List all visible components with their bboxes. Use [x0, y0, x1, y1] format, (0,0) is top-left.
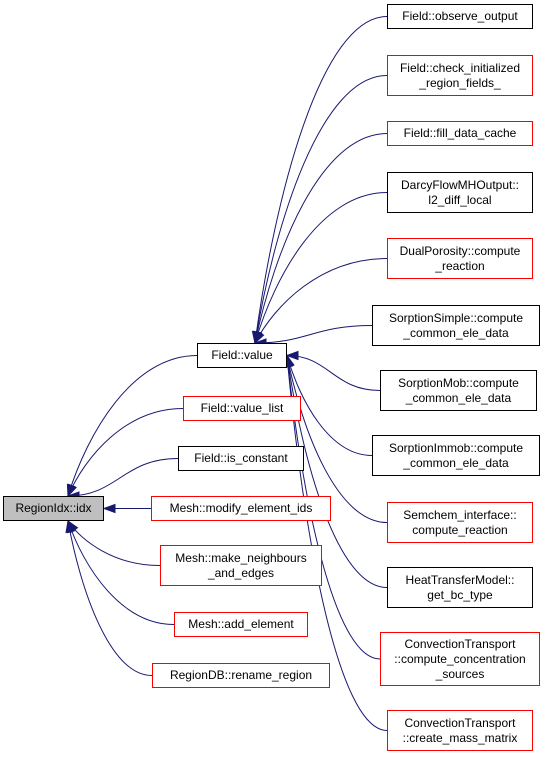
edge-field-observe-output-to-field-value	[254, 16, 388, 344]
arrowhead-field-value-list	[67, 483, 77, 498]
node-convection-create-mass-matrix[interactable]: ConvectionTransport ::create_mass_matrix	[387, 710, 533, 751]
arrowhead-sorptionmob-compute	[285, 350, 299, 361]
arrowhead-regiondb-rename-region	[65, 519, 75, 534]
node-field-value-list[interactable]: Field::value_list	[183, 396, 301, 421]
node-mesh-add-element[interactable]: Mesh::add_element	[174, 612, 308, 637]
edge-convection-create-mass-matrix-to-field-value	[286, 355, 388, 731]
node-field-is-constant[interactable]: Field::is_constant	[178, 446, 304, 471]
edge-mesh-add-element-to-regionidx-idx	[67, 520, 175, 625]
arrowhead-mesh-modify-element-ids	[102, 503, 116, 514]
node-semchem-compute-reaction[interactable]: Semchem_interface:: compute_reaction	[387, 502, 533, 543]
node-sorptionmob-compute[interactable]: SorptionMob::compute _common_ele_data	[380, 370, 537, 411]
node-field-fill-data-cache[interactable]: Field::fill_data_cache	[387, 121, 533, 146]
edge-dualporosity-compute-reaction-to-field-value	[254, 258, 388, 344]
node-darcyflow-l2-diff-local[interactable]: DarcyFlowMHOutput:: l2_diff_local	[387, 172, 533, 213]
edge-mesh-make-neighbours-to-regionidx-idx	[67, 520, 161, 566]
node-sorptionsimple-compute[interactable]: SorptionSimple::compute _common_ele_data	[372, 305, 540, 346]
edge-regiondb-rename-region-to-regionidx-idx	[67, 520, 153, 676]
node-field-value[interactable]: Field::value	[197, 343, 287, 368]
node-mesh-make-neighbours[interactable]: Mesh::make_neighbours _and_edges	[160, 545, 322, 586]
edge-field-is-constant-to-regionidx-idx	[67, 458, 179, 497]
edge-field-value-to-regionidx-idx	[67, 355, 198, 497]
edge-field-check-initialized-to-field-value	[254, 75, 388, 344]
node-convection-compute-concentration-sources[interactable]: ConvectionTransport ::compute_concentrat…	[380, 632, 540, 686]
edge-darcyflow-l2-diff-local-to-field-value	[254, 192, 388, 344]
arrowhead-dualporosity-compute-reaction	[254, 330, 265, 345]
edge-field-value-list-to-regionidx-idx	[67, 408, 184, 497]
node-regiondb-rename-region[interactable]: RegionDB::rename_region	[152, 663, 330, 688]
node-sorptionimmob-compute[interactable]: SorptionImmob::compute _common_ele_data	[372, 435, 540, 476]
node-field-check-initialized[interactable]: Field::check_initialized _region_fields_	[387, 55, 533, 96]
edge-field-fill-data-cache-to-field-value	[254, 133, 388, 344]
node-regionidx-idx: RegionIdx::idx	[3, 496, 104, 521]
edge-semchem-compute-reaction-to-field-value	[286, 355, 388, 523]
node-dualporosity-compute-reaction[interactable]: DualPorosity::compute _reaction	[387, 238, 533, 279]
node-heattransfer-get-bc-type[interactable]: HeatTransferModel:: get_bc_type	[387, 567, 533, 608]
edge-sorptionsimple-compute-to-field-value	[254, 325, 373, 344]
node-mesh-modify-element-ids[interactable]: Mesh::modify_element_ids	[151, 496, 331, 521]
edge-sorptionmob-compute-to-field-value	[286, 355, 381, 391]
node-field-observe-output[interactable]: Field::observe_output	[387, 4, 533, 29]
edge-sorptionimmob-compute-to-field-value	[286, 355, 373, 456]
